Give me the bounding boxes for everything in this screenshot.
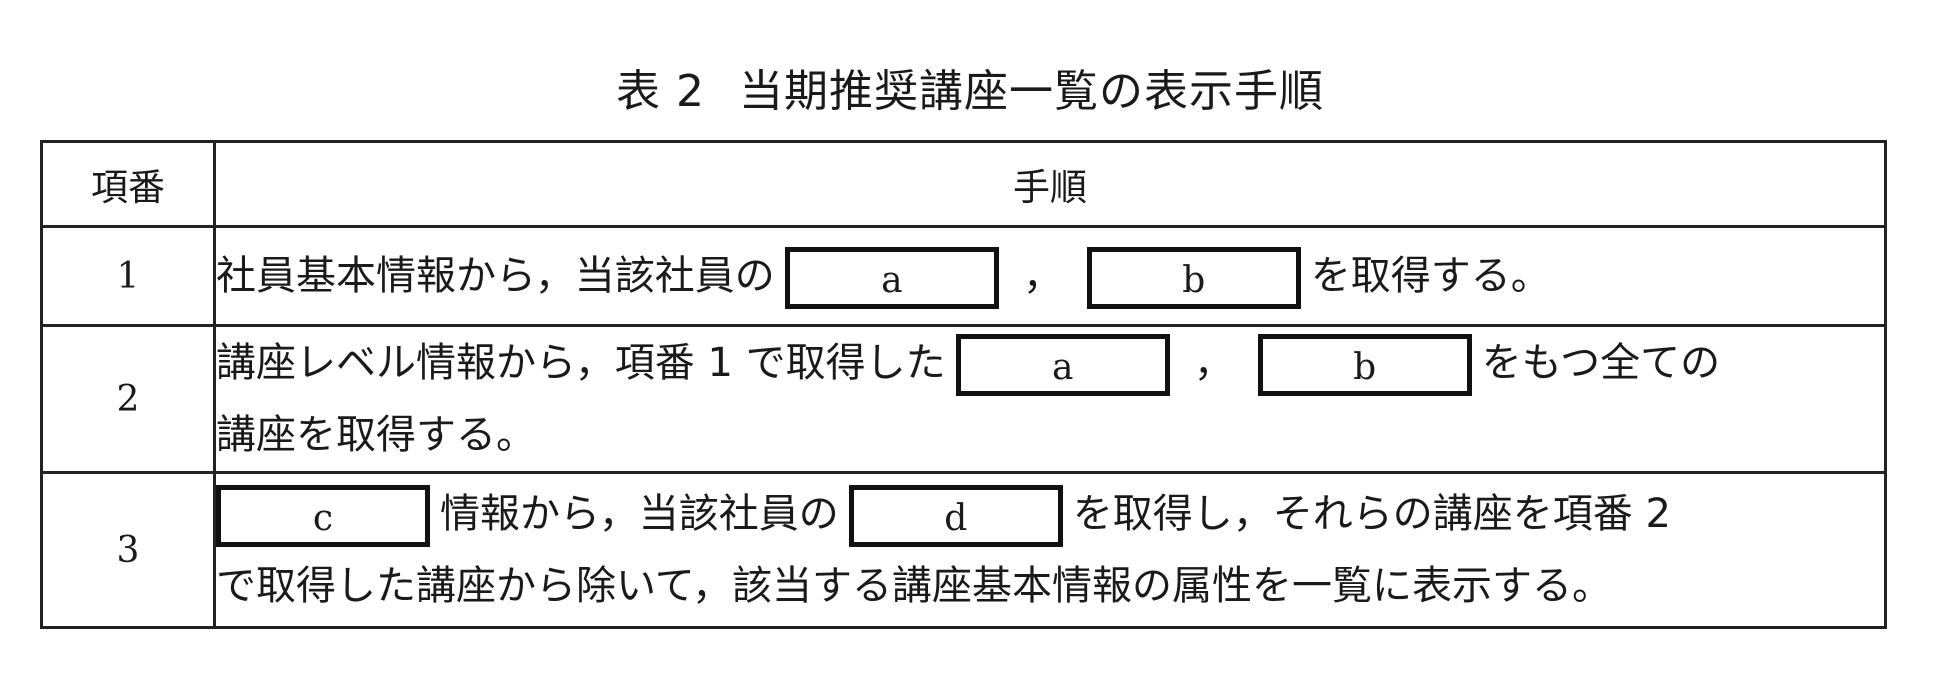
comma: ， xyxy=(1022,253,1063,299)
row-number: 2 xyxy=(40,324,216,474)
row-number: 1 xyxy=(40,225,216,327)
step-text: で取得した講座から除いて，該当する講座基本情報の属性を一覧に表示する。 xyxy=(216,563,1612,609)
step-text: 情報から，当該社員の xyxy=(440,491,839,537)
step-text: をもつ全ての xyxy=(1481,340,1721,386)
row-number: 3 xyxy=(40,471,216,629)
table-title: 当期推奨講座一覧の表示手順 xyxy=(738,66,1324,117)
blank-box-b: b xyxy=(1257,334,1472,396)
blank-box-d: d xyxy=(848,485,1063,547)
step-text: を取得し，それらの講座を項番 2 xyxy=(1072,491,1671,537)
step-text: を取得する。 xyxy=(1310,253,1551,299)
comma: ， xyxy=(1193,340,1234,386)
step-text: 社員基本情報から，当該社員の xyxy=(216,253,775,299)
header-row: 項番 手順 xyxy=(40,140,1887,228)
step-text: 講座を取得する。 xyxy=(216,412,536,458)
blank-box-b: b xyxy=(1086,247,1301,309)
blank-box-a: a xyxy=(784,247,999,309)
header-item-no: 項番 xyxy=(40,140,216,228)
table-number: 表 2 xyxy=(616,66,705,117)
blank-box-c: c xyxy=(216,485,430,547)
blank-box-a: a xyxy=(955,334,1170,396)
header-procedure: 手順 xyxy=(213,140,1887,228)
step-text: 講座レベル情報から，項番 1 で取得した xyxy=(216,340,946,386)
table-caption: 表 2 当期推奨講座一覧の表示手順 xyxy=(0,62,1940,122)
